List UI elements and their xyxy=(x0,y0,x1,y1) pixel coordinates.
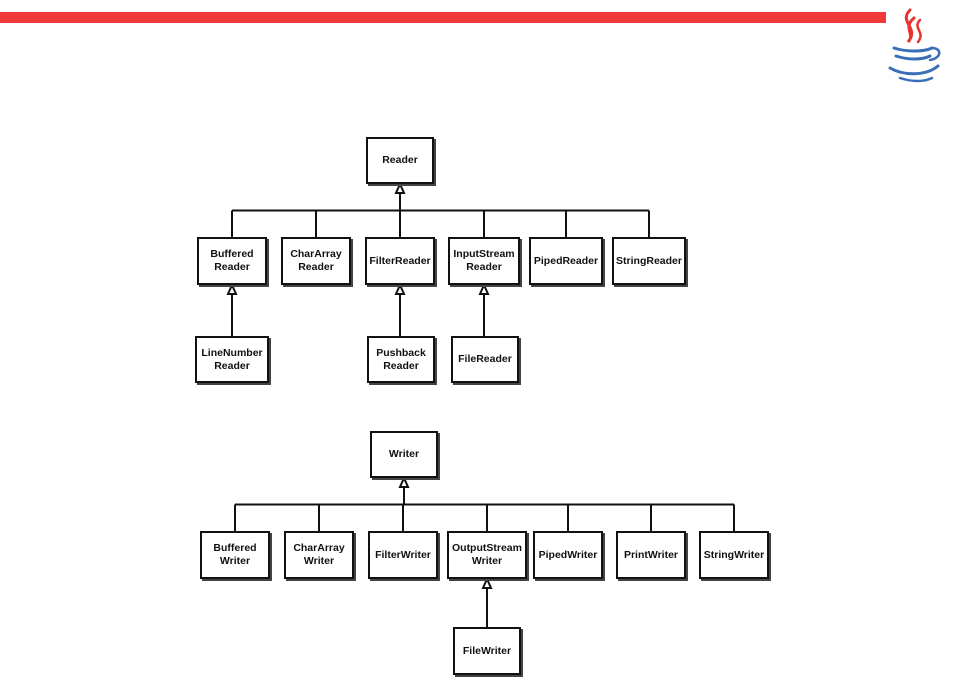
writer-inherit-arrow xyxy=(398,475,410,488)
piped-reader-box: PipedReader xyxy=(529,237,603,285)
linenumber-reader-inherit-arrow xyxy=(226,282,238,295)
pushback-reader-box: Pushback Reader xyxy=(367,336,435,383)
linenumber-reader-box: LineNumber Reader xyxy=(195,336,269,383)
file-writer-box: FileWriter xyxy=(453,627,521,675)
buffered-writer-box: Buffered Writer xyxy=(200,531,270,579)
filter-writer-box: FilterWriter xyxy=(368,531,438,579)
string-reader-box: StringReader xyxy=(612,237,686,285)
reader-root-box: Reader xyxy=(366,137,434,184)
buffered-reader-box: Buffered Reader xyxy=(197,237,267,285)
reader-inherit-arrow xyxy=(394,181,406,194)
string-writer-box: StringWriter xyxy=(699,531,769,579)
file-writer-inherit-arrow xyxy=(481,576,493,589)
writer-root-box: Writer xyxy=(370,431,438,478)
file-reader-inherit-arrow xyxy=(478,282,490,295)
pushback-reader-inherit-arrow xyxy=(394,282,406,295)
inputstream-reader-box: InputStream Reader xyxy=(448,237,520,285)
chararray-writer-box: CharArray Writer xyxy=(284,531,354,579)
file-reader-box: FileReader xyxy=(451,336,519,383)
outputstream-writer-box: OutputStream Writer xyxy=(447,531,527,579)
chararray-reader-box: CharArray Reader xyxy=(281,237,351,285)
print-writer-box: PrintWriter xyxy=(616,531,686,579)
java-coffee-cup-icon xyxy=(888,8,941,83)
piped-writer-box: PipedWriter xyxy=(533,531,603,579)
filter-reader-box: FilterReader xyxy=(365,237,435,285)
top-accent-bar xyxy=(0,12,886,23)
